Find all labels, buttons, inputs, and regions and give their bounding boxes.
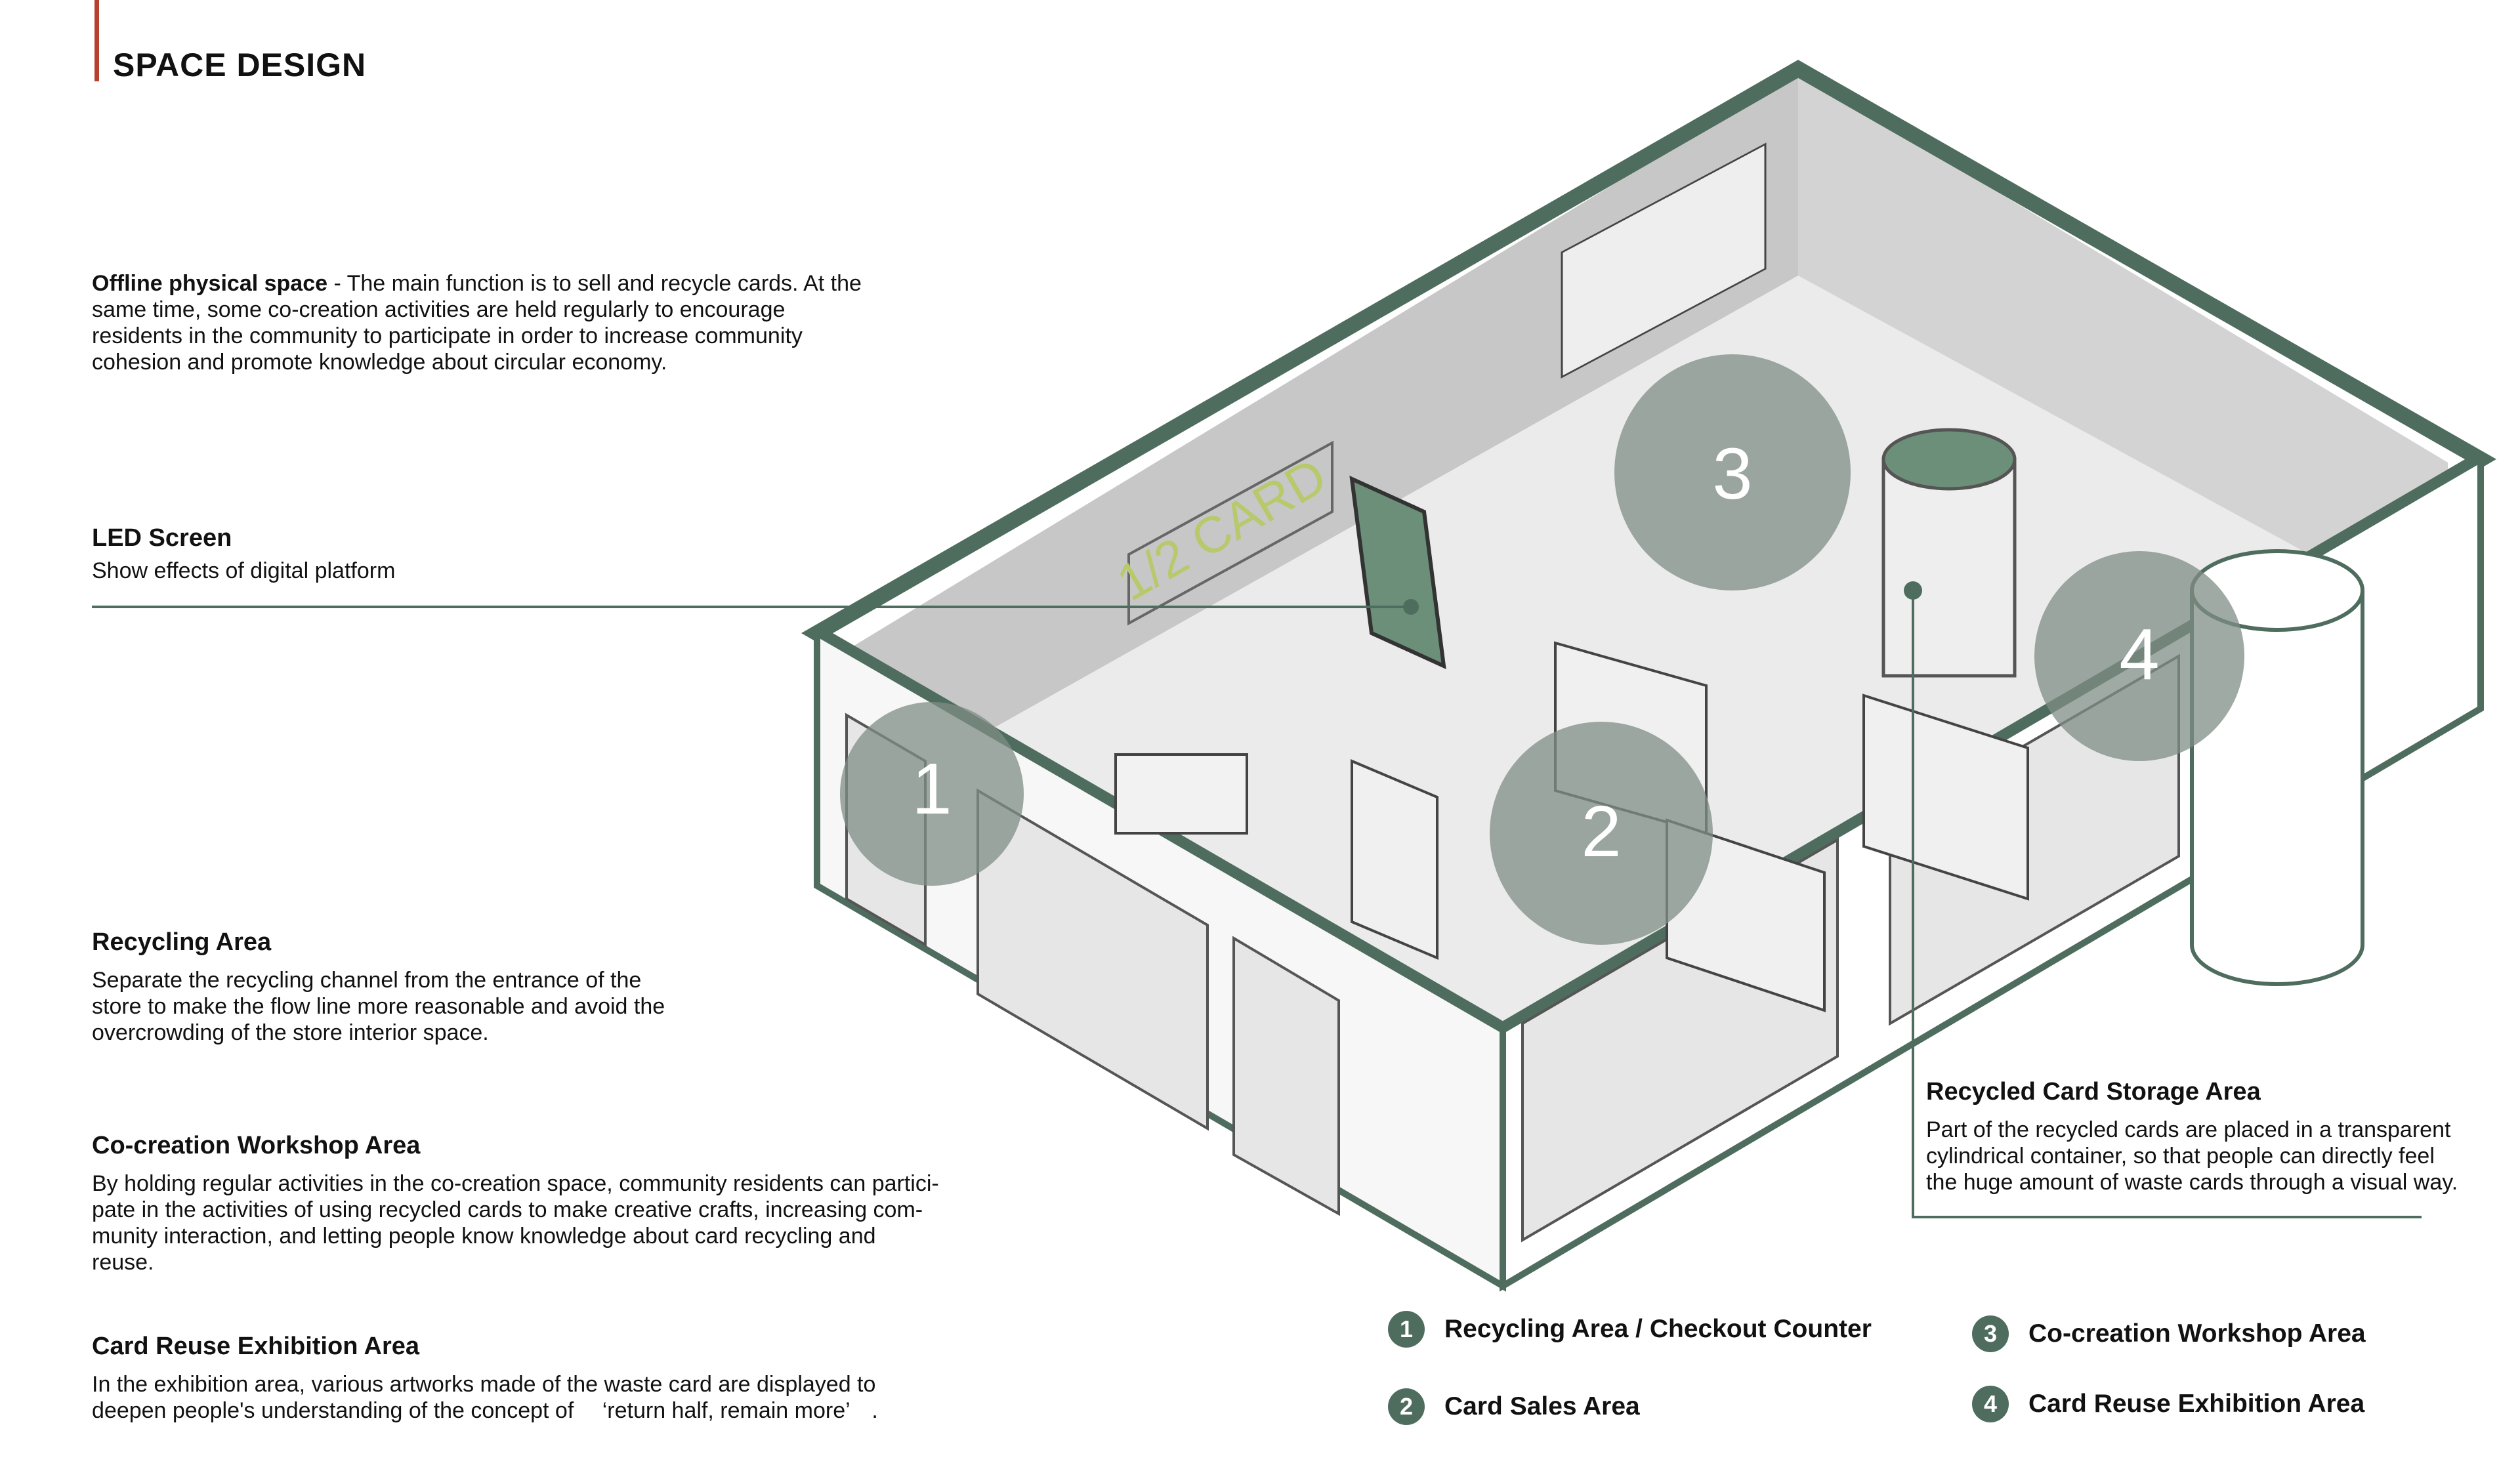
led-screen-section: LED Screen Show effects of digital platf… [92,524,395,584]
zone-circle-4 [2034,551,2244,761]
exhibition-area-heading: Card Reuse Exhibition Area [92,1333,420,1360]
shelf-unit [1862,693,2029,901]
body-line: cylindrical container, so that people ca… [1926,1144,2435,1169]
body-line: By holding regular activities in the co-… [92,1171,939,1196]
body-line: reuse. [92,1250,154,1275]
intro-lead: Offline physical space [92,271,328,296]
workshop-area-body: By holding regular activities in the co-… [92,1170,939,1275]
cylinder-body [1881,457,2017,678]
exhibition-area-section: Card Reuse Exhibition Area In the exhibi… [92,1332,878,1424]
storage-area-section: Recycled Card Storage Area Part of the r… [1926,1077,2458,1195]
intro-line: - The main function is to sell and recyc… [327,271,862,296]
legend-item: 2 Card Sales Area [1388,1388,1640,1425]
legend-item: 3 Co-creation Workshop Area [1972,1315,2366,1352]
body-line: deepen people's understanding of the con… [92,1398,878,1423]
legend-item: 1 Recycling Area / Checkout Counter [1388,1311,1872,1348]
zone-number: 2 [1581,791,1621,872]
storage-callout-dot [1904,581,1922,600]
recycling-area-body: Separate the recycling channel from the … [92,967,665,1046]
exhibition-area-body: In the exhibition area, various artworks… [92,1371,878,1424]
recycling-area-heading: Recycling Area [92,928,272,956]
zone-number: 4 [2119,614,2159,695]
workshop-cylinder [1881,428,2017,678]
zone-circle-3 [1614,354,1851,590]
intro-paragraph: Offline physical space - The main functi… [92,270,919,375]
legend-label: Card Reuse Exhibition Area [2028,1390,2365,1418]
led-callout-dot [1403,599,1419,615]
legend-number-badge: 3 [1972,1315,2009,1352]
back-right-wall [1798,72,2448,630]
counter [1114,753,1248,835]
pegboard-panel [1561,142,1767,379]
zone-number: 3 [1712,434,1752,514]
storage-area-body: Part of the recycled cards are placed in… [1926,1117,2458,1195]
storage-area-heading: Recycled Card Storage Area [1926,1078,2261,1106]
led-screen-heading: LED Screen [92,524,232,552]
legend-number-badge: 4 [1972,1386,2009,1422]
body-line: In the exhibition area, various artworks… [92,1372,876,1397]
body-line: munity interaction, and letting people k… [92,1224,876,1249]
intro-line: same time, some co-creation activities a… [92,297,786,322]
window-center [976,788,1209,1131]
door [1232,936,1340,1216]
legend-item: 4 Card Reuse Exhibition Area [1972,1386,2364,1422]
workshop-area-heading: Co-creation Workshop Area [92,1132,421,1159]
led-screen-body: Show effects of digital platform [92,558,396,583]
body-line: Part of the recycled cards are placed in… [1926,1117,2451,1142]
body-line: pate in the activities of using recycled… [92,1197,923,1222]
legend-label: Co-creation Workshop Area [2028,1319,2366,1348]
cylinder-top [1881,428,2017,491]
workshop-area-section: Co-creation Workshop Area By holding reg… [92,1131,939,1275]
back-wall-screen-frame [1127,440,1334,626]
shelf-unit [1351,758,1438,961]
intro-line: cohesion and promote knowledge about cir… [92,350,667,375]
page-title: SPACE DESIGN [113,47,367,83]
legend-label: Recycling Area / Checkout Counter [1444,1315,1872,1343]
led-screen [1349,476,1446,669]
body-line: store to make the flow line more reasona… [92,994,665,1019]
title-accent-bar [94,0,99,81]
storage-callout-line [1912,590,2422,1218]
body-line: overcrowding of the store interior space… [92,1020,489,1045]
legend-number-badge: 1 [1388,1311,1425,1348]
intro-line: residents in the community to participat… [92,323,803,348]
zone-circle-1 [840,702,1024,886]
body-line: Separate the recycling channel from the … [92,968,642,993]
legend-number-badge: 2 [1388,1388,1425,1425]
zone-circle-2 [1490,722,1713,945]
zone-number: 1 [912,749,952,829]
body-line: the huge amount of waste cards through a… [1926,1170,2458,1195]
legend-label: Card Sales Area [1444,1392,1640,1420]
recycling-area-section: Recycling Area Separate the recycling ch… [92,928,665,1046]
